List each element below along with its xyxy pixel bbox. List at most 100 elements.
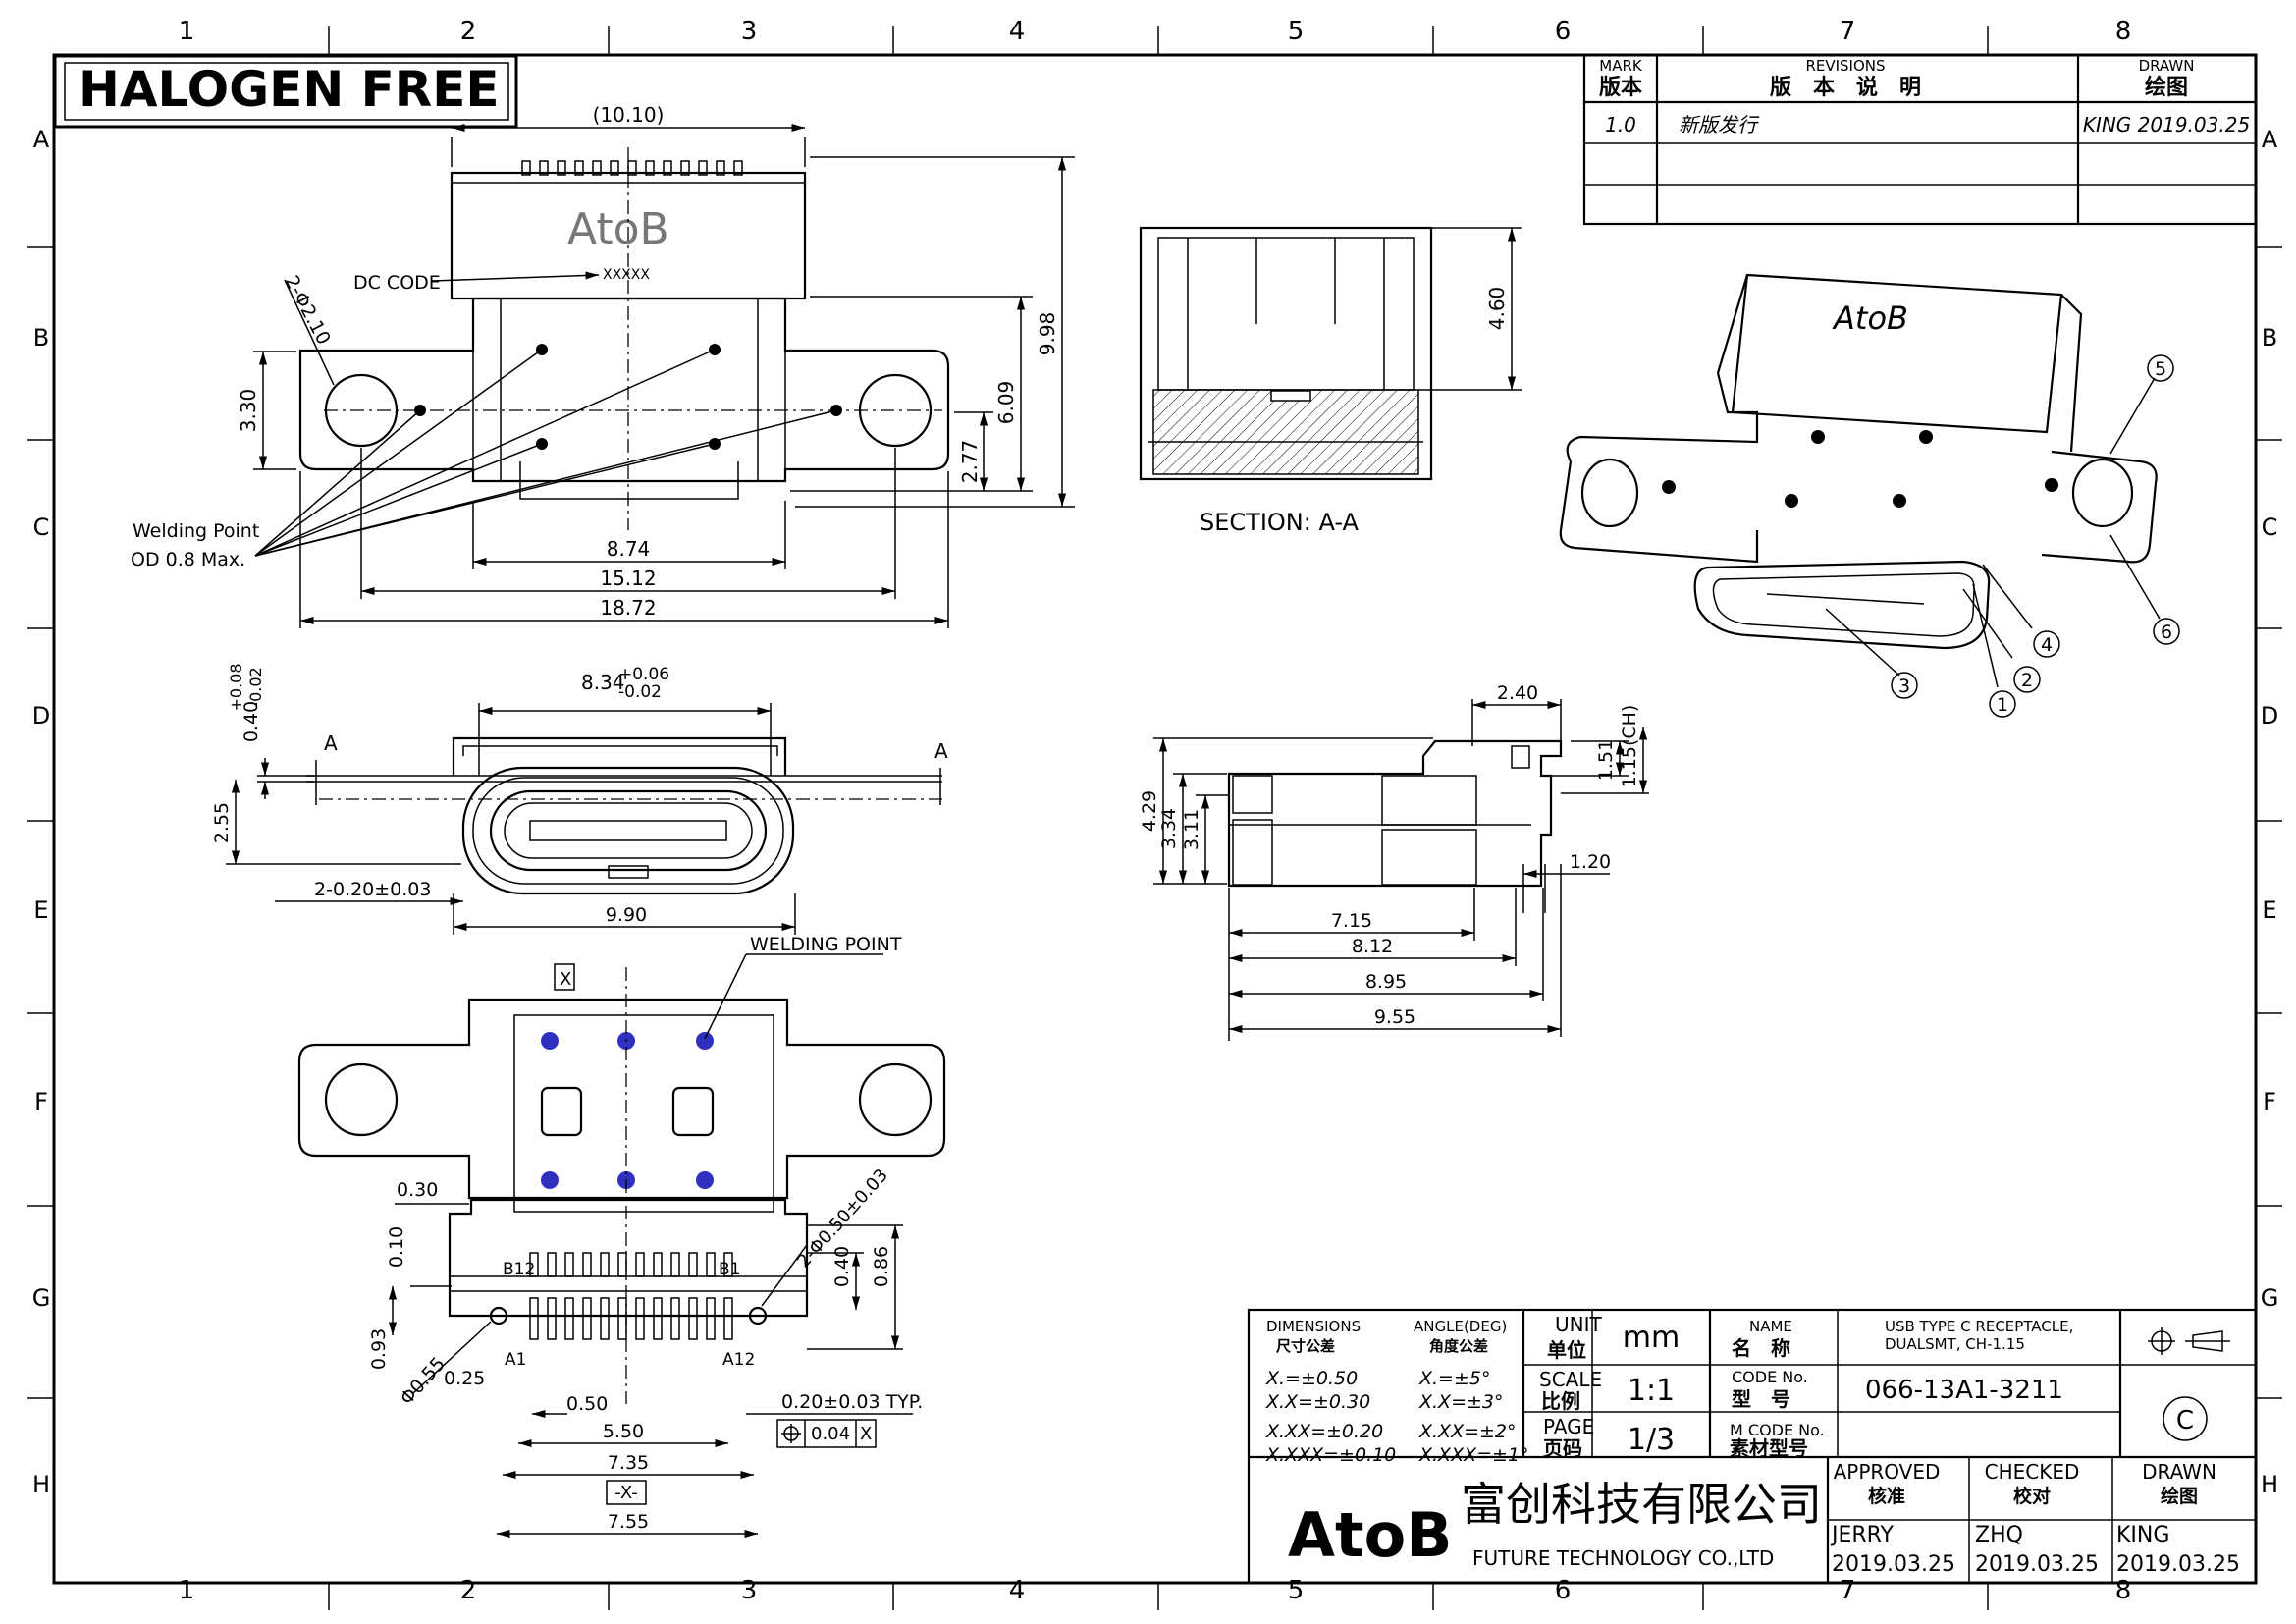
tb-approved-by: JERRY <box>1830 1523 1895 1547</box>
top-pin <box>716 160 725 176</box>
tb-approved-date: 2019.03.25 <box>1832 1552 1955 1577</box>
dim-7-15: 7.15 <box>1331 910 1372 932</box>
tol-datum: X <box>860 1424 872 1444</box>
tol-value: 0.04 <box>811 1424 850 1444</box>
bottom-pin-upper <box>688 1252 698 1277</box>
isometric-view: AtoB 1 2 3 4 5 6 <box>1559 273 2180 718</box>
dim-2-55: 2.55 <box>211 802 233 843</box>
tb-tol-lin-0: X.=±0.50 <box>1265 1368 1358 1389</box>
halogen-free-box: HALOGEN FREE <box>53 54 518 129</box>
rev-title-en: REVISIONS <box>1805 57 1885 75</box>
grid-row-label: H <box>32 1471 50 1498</box>
top-pin <box>592 160 602 176</box>
bottom-view: B12 B1 A1 A12 X WELDING POINT 0.30 0.10 … <box>297 934 946 1539</box>
dim-8-74: 8.74 <box>607 537 651 561</box>
dim-9-55: 9.55 <box>1374 1006 1415 1028</box>
dim-0-40-tol-plus: +0.08 <box>227 663 245 711</box>
tb-company-logo: AtoB <box>1288 1499 1452 1571</box>
grid-row-label: F <box>34 1088 48 1115</box>
pin-b1-label: B1 <box>719 1260 740 1279</box>
dim-0-25: 0.25 <box>444 1368 485 1389</box>
top-pin <box>663 160 672 176</box>
dim-0-50: 0.50 <box>566 1393 608 1415</box>
tb-name-value: USB TYPE C RECEPTACLE, <box>1885 1318 2073 1335</box>
top-brand-logo: AtoB <box>567 204 669 254</box>
bottom-pin-lower <box>617 1297 627 1340</box>
rev-row-drawn: KING 2019.03.25 <box>2083 113 2250 136</box>
dim-18-72: 18.72 <box>600 596 656 620</box>
tb-scale-value: 1:1 <box>1628 1374 1675 1408</box>
bottom-pin-upper <box>670 1252 680 1277</box>
tb-drawn-date: 2019.03.25 <box>2116 1552 2240 1577</box>
tb-unit-en: UNIT <box>1555 1313 1602 1336</box>
dim-0-20: 2-0.20±0.03 <box>314 879 431 900</box>
tb-checked-en: CHECKED <box>1985 1460 2080 1484</box>
balloon-1: 1 <box>1997 694 2008 716</box>
grid-col-label: 2 <box>460 1576 477 1605</box>
dc-code-label: DC CODE <box>353 272 441 294</box>
grid-row-label: E <box>33 896 48 924</box>
tb-checked-cn: 校对 <box>2013 1485 2051 1507</box>
tb-angle-cn: 角度公差 <box>1429 1337 1488 1355</box>
dim-1-51: 1.51 <box>1595 739 1617 781</box>
grid-row-label: G <box>2261 1284 2279 1312</box>
tb-unit-cn: 单位 <box>1547 1338 1586 1362</box>
pin-a1-label: A1 <box>505 1350 526 1370</box>
tb-page-en: PAGE <box>1543 1415 1594 1438</box>
grid-col-label: 5 <box>1288 1576 1305 1605</box>
top-pin <box>645 160 655 176</box>
grid-row-label: G <box>32 1284 51 1312</box>
tb-code-en: CODE No. <box>1732 1368 1808 1386</box>
top-pin <box>698 160 708 176</box>
bottom-pin-upper <box>600 1252 610 1277</box>
bottom-pin-lower <box>688 1297 698 1340</box>
dim-6-09: 6.09 <box>994 381 1018 425</box>
grid-col-label: 8 <box>2115 17 2132 46</box>
tb-scale-en: SCALE <box>1539 1368 1602 1391</box>
grid-col-label: 1 <box>179 17 195 46</box>
iso-brand-logo: AtoB <box>1832 299 1908 337</box>
dim-9-98: 9.98 <box>1036 312 1059 356</box>
front-view: A A 8.34 +0.06 -0.02 0.40 +0.08 -0.02 2.… <box>211 663 948 935</box>
tb-approved-en: APPROVED <box>1834 1460 1941 1484</box>
dim-0-93: 0.93 <box>368 1328 390 1370</box>
top-pin <box>557 160 566 176</box>
title-block: DIMENSIONS 尺寸公差 ANGLE(DEG) 角度公差 X.=±0.50… <box>1247 1308 2258 1585</box>
grid-col-label: 1 <box>179 1576 195 1605</box>
dim-2-40: 2.40 <box>1497 682 1538 704</box>
bottom-pin-upper <box>617 1252 627 1277</box>
dim-8-34: 8.34 <box>581 671 625 694</box>
dim-0-40-tol-minus: -0.02 <box>246 667 265 707</box>
bottom-pin-lower <box>582 1297 592 1340</box>
section-mark-left: A <box>324 731 338 755</box>
tb-approved-cn: 核准 <box>1868 1485 1905 1507</box>
grid-col-label: 4 <box>1009 1576 1026 1605</box>
bottom-pin-lower <box>723 1297 733 1340</box>
tb-name-cn: 名 称 <box>1732 1336 1790 1360</box>
dc-code-value: XXXXX <box>603 267 650 283</box>
bottom-pin-lower <box>706 1297 716 1340</box>
tb-checked-date: 2019.03.25 <box>1975 1552 2099 1577</box>
balloon-2: 2 <box>2021 670 2033 691</box>
dim-phi-0-55: Φ0.55 <box>396 1353 450 1409</box>
datum-x-label: X <box>560 969 571 990</box>
balloon-6: 6 <box>2161 622 2172 643</box>
top-pin <box>539 160 549 176</box>
tb-scale-cn: 比例 <box>1541 1389 1580 1413</box>
tb-name-value-2: DUALSMT, CH-1.15 <box>1885 1335 2025 1353</box>
bottom-pin-lower <box>529 1297 539 1340</box>
grid-row-label: F <box>2263 1088 2276 1115</box>
tb-tol-ang-1: X.X=±3° <box>1418 1391 1504 1413</box>
grid-row-label: B <box>33 324 49 352</box>
grid-col-label: 3 <box>741 17 758 46</box>
grid-row-label: H <box>2261 1471 2278 1498</box>
side-view: 4.29 3.34 3.11 2.40 1.51 1.15(CH) 1.20 7… <box>1139 682 1649 1041</box>
welding-point-label: Welding Point <box>133 520 259 542</box>
dim-4-29: 4.29 <box>1139 790 1160 832</box>
grid-col-label: 7 <box>1840 1576 1856 1605</box>
rev-row-desc: 新版发行 <box>1679 113 1760 136</box>
revisions-table: MARK 版本 REVISIONS 版 本 说 明 DRAWN 绘图 1.0 新… <box>1582 53 2258 226</box>
section-a-a: 4.60 SECTION: A-A <box>1139 226 1522 536</box>
top-pin <box>521 160 531 176</box>
